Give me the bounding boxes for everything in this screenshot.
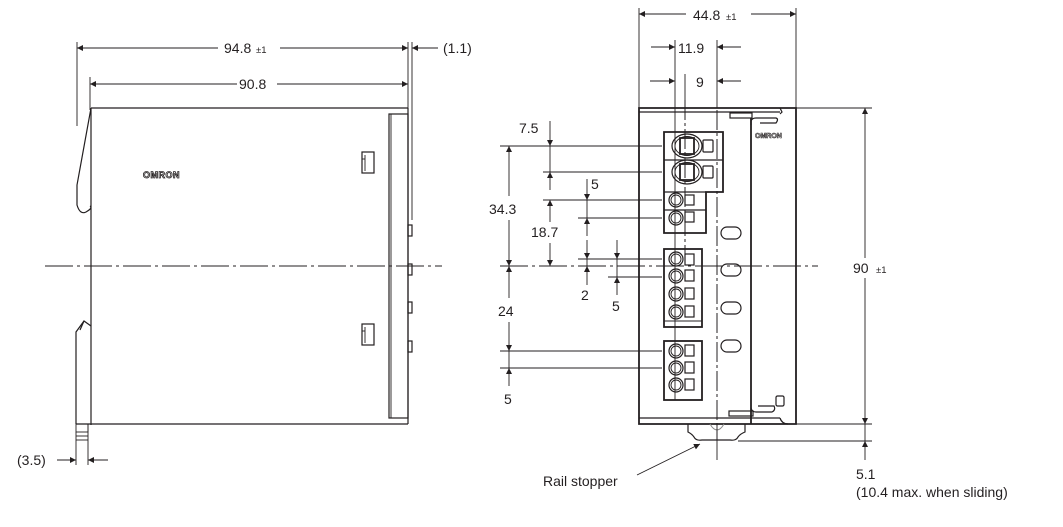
omron-logo-front: OMRON (755, 133, 782, 140)
side-slot-lower (361, 323, 375, 346)
terminal-small (668, 192, 695, 208)
terminal-small (668, 343, 695, 359)
dim-overall-width-front: 44.8 (693, 7, 720, 23)
vent-slot (720, 339, 742, 353)
terminal-large (671, 159, 714, 185)
rail-stopper-label: Rail stopper (543, 473, 618, 489)
terminal-tab (407, 263, 413, 276)
terminal-tab (407, 224, 413, 237)
cover-latch-bottom (750, 405, 776, 413)
cover-latch-top (750, 117, 779, 125)
terminal-small (668, 377, 695, 393)
dim-lower-span: 24 (498, 303, 514, 319)
dim-overall-width-side-tolerance: ±1 (256, 45, 267, 56)
dim-overall-width-front-tolerance: ±1 (726, 12, 737, 23)
dim-small-gap: 2 (581, 287, 589, 303)
dim-rail-stopper-sliding-note: (10.4 max. when sliding) (856, 484, 1008, 500)
cover-hinge (728, 410, 754, 417)
dim-overall-width-side: 94.8 (224, 40, 251, 56)
side-slot-upper (361, 151, 375, 174)
dim-front-protrusion: (1.1) (443, 40, 472, 56)
dim-terminal-pitch-inner: 9 (696, 74, 704, 90)
dim-rail-clip-depth: (3.5) (17, 452, 46, 468)
housing-top-rail (779, 107, 783, 115)
indicator-led (775, 395, 785, 407)
terminal-small (668, 210, 695, 226)
terminal-small (668, 360, 695, 376)
dim-body-width: 90.8 (239, 76, 266, 92)
dim-top-terminal-offset: 7.5 (519, 120, 539, 136)
vent-slot (720, 226, 742, 240)
dim-lower-pitch: 5 (612, 298, 620, 314)
dim-overall-height: 90 (853, 260, 869, 276)
dim-upper-pitch: 5 (591, 176, 599, 192)
terminal-block-lower (663, 340, 703, 401)
dim-upper-block-span: 34.3 (489, 201, 516, 217)
omron-logo-side: OMRON (143, 170, 180, 180)
terminal-block-middle (663, 248, 703, 328)
dim-overall-height-tolerance: ±1 (876, 265, 887, 276)
din-clip-upper (76, 107, 92, 214)
din-clip-lower (79, 320, 85, 331)
cover-hinge (729, 112, 753, 119)
terminal-large (671, 133, 714, 159)
rail-clip (75, 423, 89, 433)
rail-stopper-leader (636, 443, 701, 476)
din-clip-lower (75, 320, 92, 424)
terminal-tab (407, 301, 413, 314)
rail-stopper (687, 424, 746, 441)
front-view: 44.8 ±1 11.9 9 OMRON (489, 7, 1008, 500)
dim-terminal-pitch-outer: 11.9 (678, 40, 704, 56)
vent-slot (720, 263, 742, 277)
terminal-small (668, 251, 695, 267)
dim-mid-span: 18.7 (531, 224, 558, 240)
side-view: 94.8 ±1 (1.1) 90.8 OMRON (17, 40, 472, 468)
housing-bottom-rail (779, 417, 789, 425)
terminal-small (668, 268, 695, 284)
terminal-tab (407, 340, 413, 353)
vent-slot (720, 301, 742, 315)
dim-bottom-pitch: 5 (504, 391, 512, 407)
terminal-small (668, 304, 695, 320)
terminal-small (668, 286, 695, 302)
dim-rail-stopper-offset: 5.1 (856, 466, 876, 482)
